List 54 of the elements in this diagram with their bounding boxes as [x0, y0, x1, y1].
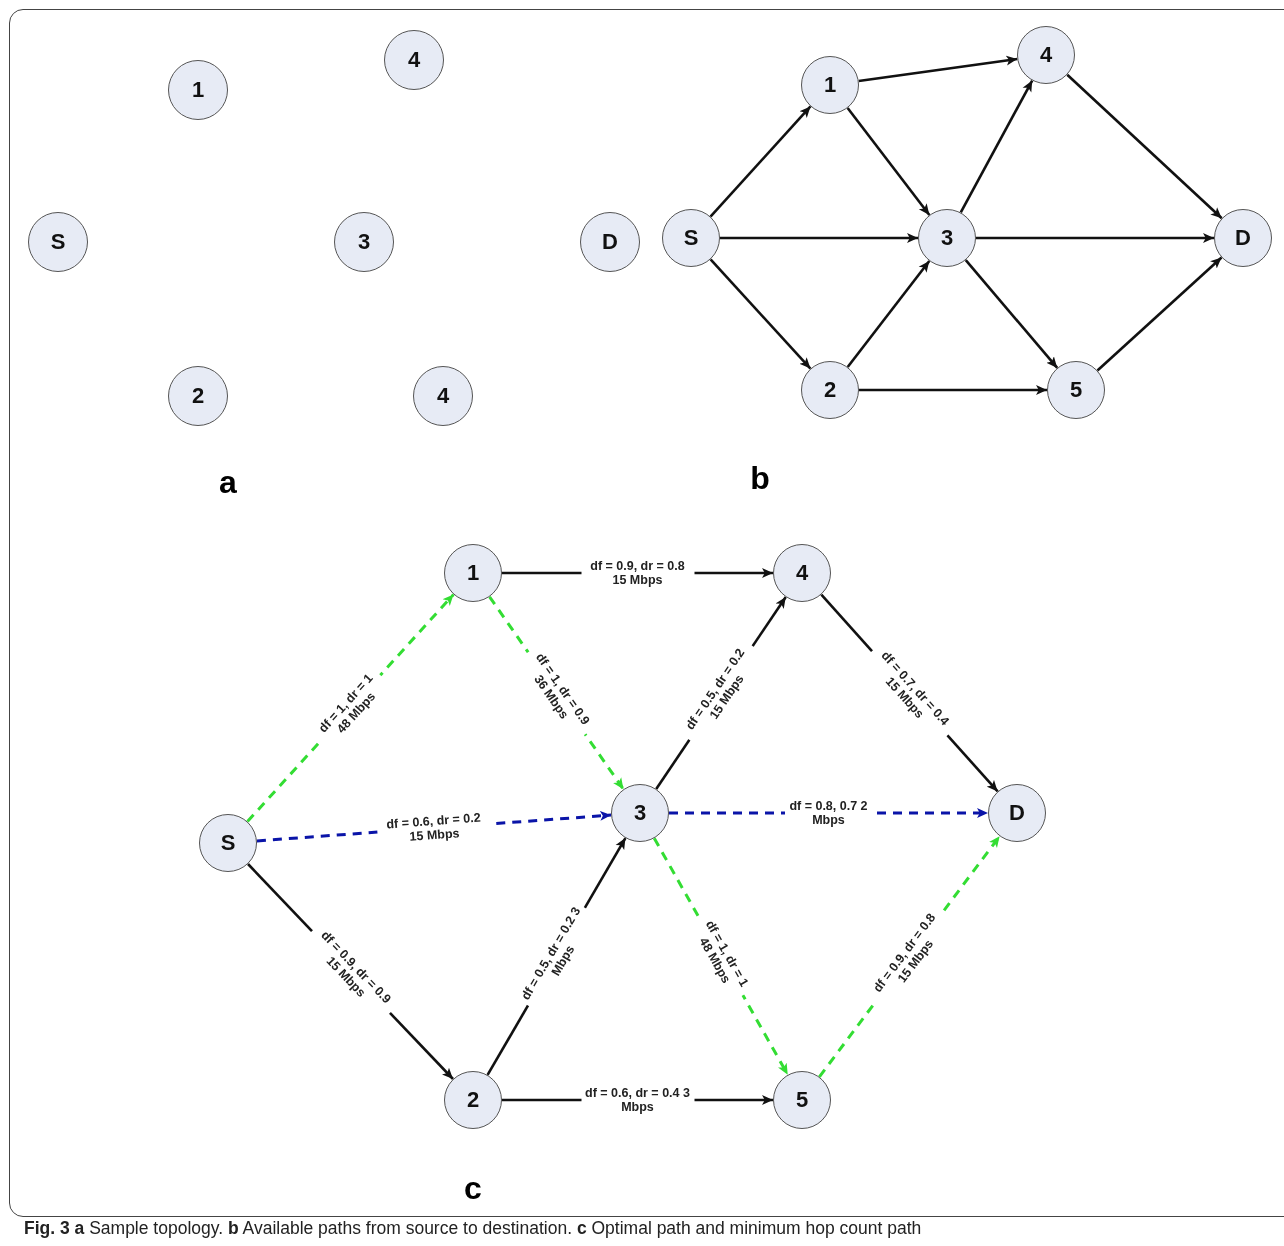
node-label: 3 — [633, 802, 647, 824]
arrow — [858, 55, 1018, 83]
panel-label: c — [464, 1172, 482, 1204]
node-label: 5 — [795, 1089, 809, 1111]
arrow — [720, 233, 918, 243]
node-circle — [168, 366, 228, 426]
arrow — [1066, 73, 1223, 220]
arrow — [964, 259, 1059, 369]
node-circle — [199, 814, 257, 872]
edge-label: df = 0.6, dr = 0.4 3 Mbps — [581, 1086, 694, 1114]
edge-label: df = 0.9, dr = 0.8 15 Mbps — [581, 559, 694, 587]
figure-caption: Fig. 3 a Sample topology. b Available paths from source to destination. c Optimal path and minimum hop count path — [24, 1218, 922, 1239]
arrow — [959, 79, 1034, 214]
arrow — [709, 105, 812, 218]
node-label: 2 — [823, 379, 837, 401]
node-circle — [988, 784, 1046, 842]
node-label: S — [683, 227, 699, 249]
node-circle — [413, 366, 473, 426]
node-label: 4 — [436, 385, 450, 407]
node-label: 5 — [1069, 379, 1083, 401]
node-circle — [28, 212, 88, 272]
node-label: D — [602, 231, 618, 253]
node-circle — [384, 30, 444, 90]
node-label: 3 — [940, 227, 954, 249]
node-label: D — [1009, 802, 1025, 824]
arrow — [976, 233, 1214, 243]
arrow — [1096, 256, 1223, 372]
node-label: 1 — [466, 562, 480, 584]
node-circle — [334, 212, 394, 272]
node-label: 4 — [1039, 44, 1053, 66]
node-label: 2 — [466, 1089, 480, 1111]
node-label: 1 — [191, 79, 205, 101]
node-label: 1 — [823, 74, 837, 96]
arrow — [846, 107, 931, 216]
panel-label: b — [750, 462, 770, 494]
node-label: S — [220, 832, 236, 854]
arrow — [709, 258, 812, 370]
node-label: 4 — [407, 49, 421, 71]
node-label: 3 — [357, 231, 371, 253]
node-label: D — [1235, 227, 1251, 249]
node-circle — [662, 209, 720, 267]
node-circle — [918, 209, 976, 267]
arrow — [859, 385, 1047, 395]
node-circle — [611, 784, 669, 842]
node-circle — [1047, 361, 1105, 419]
node-label: S — [50, 231, 66, 253]
node-circle — [168, 60, 228, 120]
node-label: 2 — [191, 385, 205, 407]
edge-label: df = 0.8, 0.7 2 Mbps — [784, 799, 873, 827]
panel-label: a — [219, 466, 237, 498]
node-label: 4 — [795, 562, 809, 584]
node-circle — [1214, 209, 1272, 267]
node-circle — [580, 212, 640, 272]
arrow — [846, 260, 931, 368]
